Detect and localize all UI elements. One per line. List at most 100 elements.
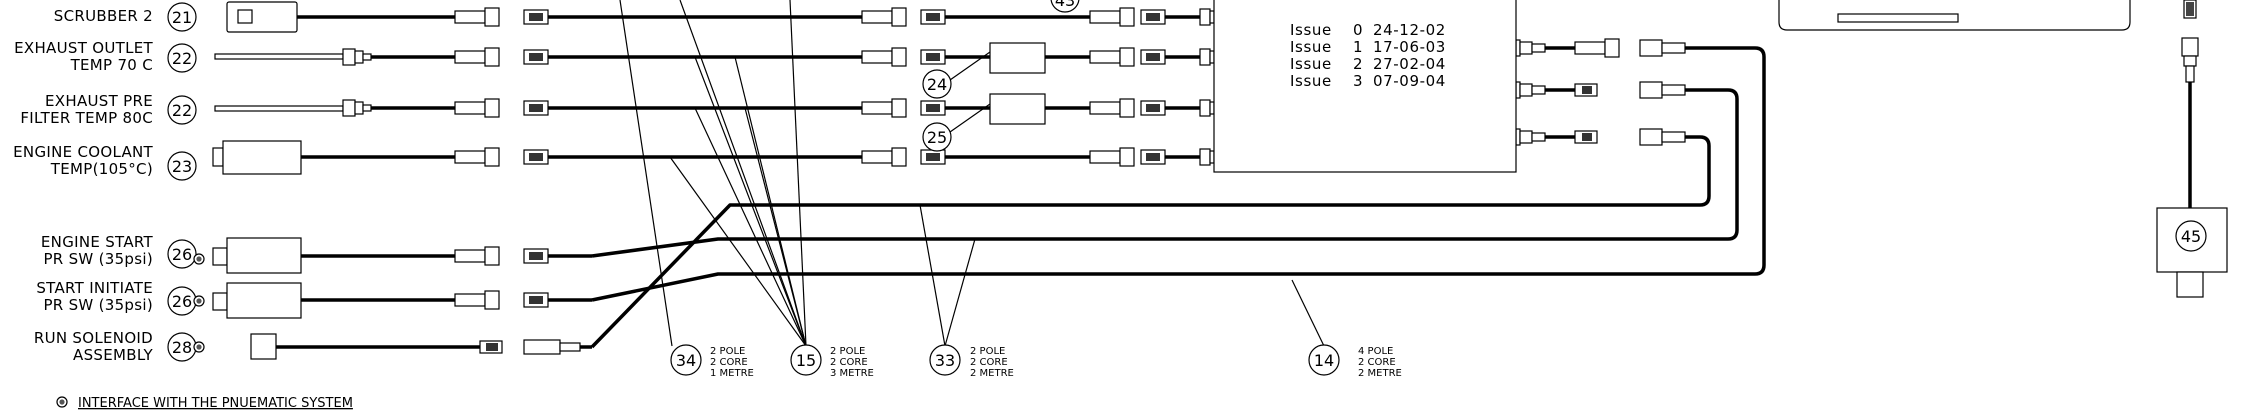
plug-connector [454,47,500,67]
sensor-ref-balloons: 21 22 22 23 26 26 28 [167,2,197,362]
ref-balloon [1308,344,1340,376]
ref-balloon-number: 22 [172,101,192,120]
cable-spec: 2 CORE [710,357,748,368]
panel-gland [1199,99,1215,117]
issue-number: 2 [1353,55,1363,73]
sensor-label-exhaust-pre-line1: EXHAUST PRE [45,92,153,110]
plug-connector [1089,147,1166,167]
ref-balloon-number: 28 [172,338,192,357]
plug-connector [1089,7,1166,27]
cable-spec: 2 POLE [830,346,865,357]
issue-number: 1 [1353,38,1363,56]
cable-spec: 2 POLE [710,346,745,357]
plug-connector [861,47,946,67]
sensor-label-exhaust-pre-line2: FILTER TEMP 80C [20,109,153,127]
ref-balloon [790,344,822,376]
ref-balloon [2175,220,2207,252]
sensor-label-start-initiate-line1: START INITIATE [36,279,153,297]
issue-word: Issue [1290,72,1332,90]
pressure-switch-sensor [212,237,302,274]
ref-balloon-number: 22 [172,49,192,68]
ref-balloon [167,95,197,125]
cable-spec: 2 METRE [1358,368,1402,379]
sensor-label-start-initiate-line2: PR SW (35psi) [43,296,153,314]
ref-balloon-number: 26 [172,292,192,311]
ref-balloon [922,122,952,152]
panel-gland [1515,39,1546,57]
plug-connector [1574,128,1686,146]
plug-connector [1574,81,1686,99]
issue-date: 07-09-04 [1373,72,1446,90]
connectors [454,7,1686,355]
pneumatic-interface-icon [193,253,205,265]
sensor-label-exhaust-outlet-line1: EXHAUST OUTLET [14,39,153,57]
ref-balloon-number: 24 [927,75,947,94]
panel-gland [1199,148,1215,166]
temp-probe-sensor [214,99,372,117]
ref-balloon-number: 34 [676,351,696,370]
cable-spec: 2 METRE [970,368,1014,379]
socket-connector [523,100,549,116]
ref-balloon-number: 45 [2181,227,2201,246]
socket-connector [523,49,549,65]
cable-spec: 1 METRE [710,368,754,379]
plug-connector [861,7,946,27]
plug-connector [1089,47,1166,67]
footnote: INTERFACE WITH THE PNUEMATIC SYSTEM [56,396,353,411]
issue-date: 17-06-03 [1373,38,1446,56]
ref-balloon-number: 15 [796,351,816,370]
issue-date: 24-12-02 [1373,21,1446,39]
pneumatic-markers [193,253,205,353]
inline-filter-box [989,93,1046,125]
ref-balloon-number: 26 [172,245,192,264]
wires [276,15,2192,349]
plug-connector [1089,98,1166,118]
socket-connector [523,292,549,308]
socket-connector [523,248,549,264]
panel-gland [1199,48,1215,66]
plug-connector [454,147,500,167]
cable-refs: 34 2 POLE 2 CORE 1 METRE 15 2 POLE 2 COR… [670,344,1402,379]
sensor-label-scrubber: SCRUBBER 2 [54,7,153,25]
panel-gland [1515,81,1546,99]
sensor-labels: SCRUBBER 2 EXHAUST OUTLET TEMP 70 C EXHA… [13,7,153,364]
temp-probe-sensor [214,48,372,66]
cable-spec: 2 POLE [970,346,1005,357]
ref-balloon-number: 25 [927,128,947,147]
sensor-label-engine-start-line2: PR SW (35psi) [43,250,153,268]
ref-balloon [167,43,197,73]
sensor-label-coolant-line1: ENGINE COOLANT [13,143,153,161]
inline-filter-box [989,42,1046,74]
plug-connector [861,98,946,118]
run-solenoid-block [250,333,277,360]
inline-parts: 24 25 [922,42,1046,152]
sensor-label-engine-start-line1: ENGINE START [41,233,154,251]
sensor-label-coolant-line2: TEMP(105°C) [50,160,153,178]
top-right-panel [1778,0,2197,31]
ref-balloon-number: 33 [935,351,955,370]
plug-connector [1574,38,1686,58]
socket-connector [523,149,549,165]
ref-balloon [167,239,197,269]
ref-balloon-number: 14 [1314,351,1334,370]
plug-connector [454,290,500,310]
ref-balloon [922,69,952,99]
controller-box: Issue 0 24-12-02 Issue 1 17-06-03 Issue … [1213,0,1517,173]
issue-word: Issue [1290,55,1332,73]
issue-date: 27-02-04 [1373,55,1446,73]
plug-connector [861,147,946,167]
pneumatic-interface-icon [193,295,205,307]
ref-balloon [929,344,961,376]
cable-spec: 4 POLE [1358,346,1393,357]
sensor-label-run-solenoid-line1: RUN SOLENOID [34,329,153,347]
panel-gland [1199,8,1215,26]
ref-balloon-number: 23 [172,157,192,176]
top-partial-balloon: 43 [1050,0,1080,13]
plug-connector [454,7,500,27]
ref-balloon [167,151,197,181]
plug-connector [454,98,500,118]
ref-balloon [167,2,197,32]
ref-balloon-number: 43 [1055,0,1075,10]
sensor-bodies [212,1,372,360]
